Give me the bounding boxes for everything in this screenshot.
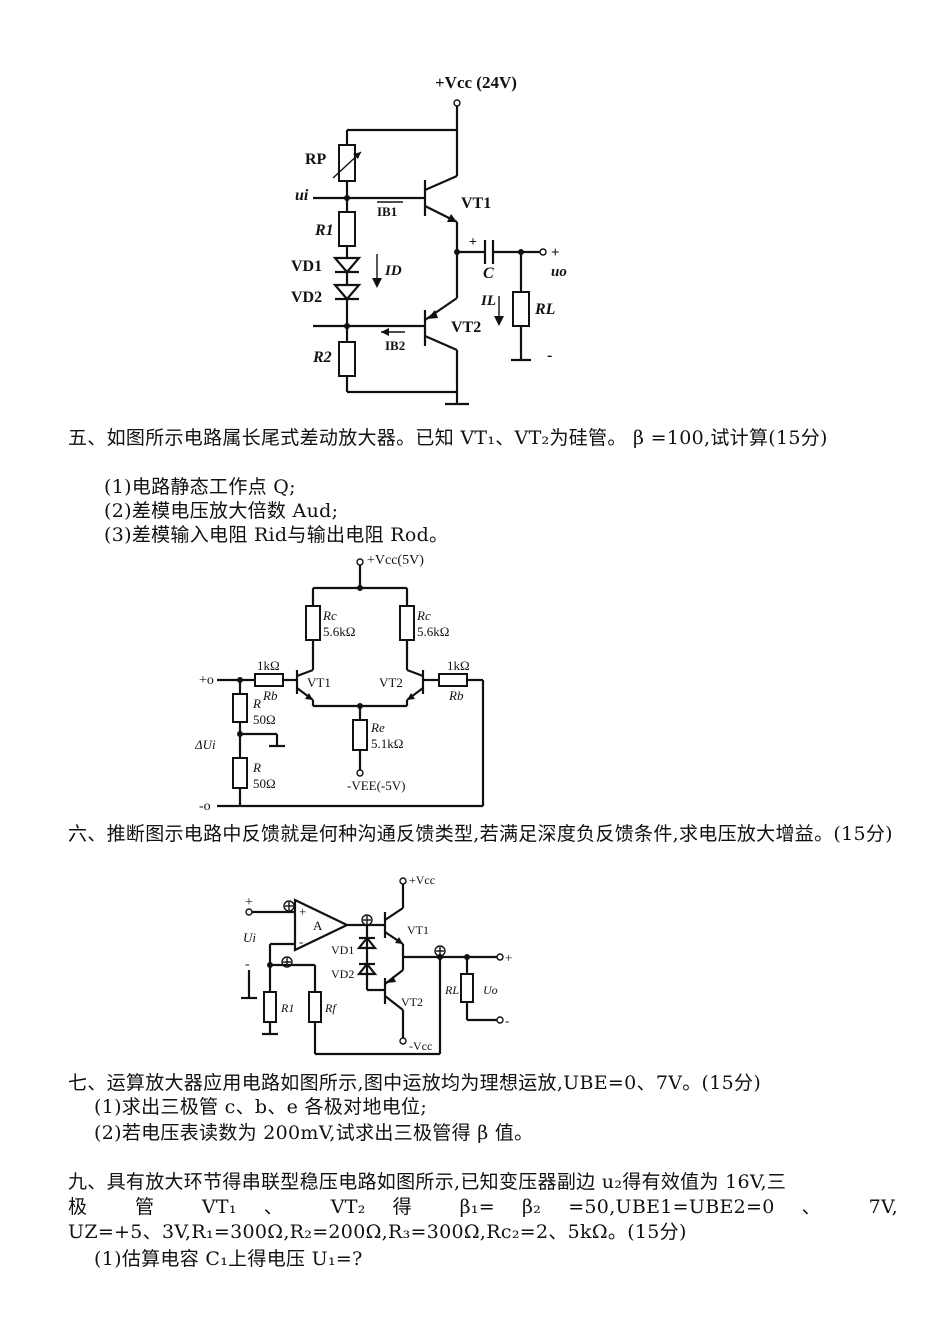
fig2-rc-right-val: 5.6kΩ bbox=[417, 624, 449, 639]
fig1-ib1-label: IB1 bbox=[377, 204, 397, 219]
r1-resistor bbox=[338, 211, 356, 247]
fig2-re-val: 5.1kΩ bbox=[371, 736, 403, 751]
r1-resistor-fig3 bbox=[263, 991, 277, 1023]
fig2-rb-right-val: 1kΩ bbox=[447, 658, 470, 673]
rl-resistor-fig3 bbox=[460, 973, 474, 1003]
q5-item-1: (1)电路静态工作点 Q; bbox=[104, 476, 296, 498]
fig2-vcc-label: +Vcc(5V) bbox=[367, 553, 424, 568]
fig2-r-top-val: 50Ω bbox=[253, 712, 276, 727]
fig2-rc-left: Rc bbox=[322, 608, 337, 623]
fig2-rb-left: Rb bbox=[262, 688, 278, 703]
fig2-delta-u: ΔUi bbox=[195, 737, 216, 752]
fig3-a: A bbox=[313, 918, 323, 933]
fig3-uo: Uo bbox=[483, 983, 498, 997]
fig2-rc-right: Rc bbox=[416, 608, 431, 623]
q5-item-3: (3)差模输入电阻 Rid与输出电阻 Rod。 bbox=[104, 524, 449, 546]
q6-stem: 六、推断图示电路中反馈就是何种沟通反馈类型,若满足深度负反馈条件,求电压放大增益… bbox=[68, 823, 893, 845]
rf-resistor bbox=[308, 991, 322, 1023]
fig1-vt1-label: VT1 bbox=[461, 195, 491, 212]
q9-item-1: (1)估算电容 C₁上得电压 U₁=? bbox=[94, 1248, 363, 1270]
q7-stem: 七、运算放大器应用电路如图所示,图中运放均为理想运放,UBE=0、7V。(15分… bbox=[68, 1072, 762, 1094]
fig1-cap-plus: + bbox=[469, 235, 477, 250]
r-bottom-resistor bbox=[232, 757, 248, 789]
fig3-rf: Rf bbox=[324, 1001, 337, 1015]
rl-resistor bbox=[512, 291, 530, 327]
q9-line-3: UZ=+5、3V,R₁=300Ω,R₂=200Ω,R₃=300Ω,Rc₂=2、5… bbox=[68, 1221, 687, 1243]
fig2-vee-label: -VEE(-5V) bbox=[347, 778, 405, 793]
fig1-ui-label: ui bbox=[295, 187, 309, 204]
rc-left-resistor bbox=[305, 605, 321, 641]
fig2-vt1-label: VT1 bbox=[307, 675, 331, 690]
q7-item-2: (2)若电压表读数为 200mV,试求出三极管得 β 值。 bbox=[94, 1122, 534, 1144]
q9-line-2: 极 管 VT₁ 、 VT₂ 得 β₁= β₂ =50,UBE1=UBE2=0 、… bbox=[68, 1196, 898, 1218]
fig2-rc-left-val: 5.6kΩ bbox=[323, 624, 355, 639]
q9-line-1: 九、具有放大环节得串联型稳压电路如图所示,已知变压器副边 u₂得有效值为 16V… bbox=[68, 1171, 787, 1193]
fig2-vt2-label: VT2 bbox=[379, 675, 403, 690]
fig1-out-minus: - bbox=[547, 347, 552, 364]
fig3-r1: R1 bbox=[280, 1001, 294, 1015]
re-resistor bbox=[352, 719, 368, 751]
fig1-vd2-label: VD2 bbox=[291, 289, 322, 306]
svg-text:-: - bbox=[299, 934, 303, 949]
svg-text:+: + bbox=[505, 950, 512, 965]
fig1-out-plus: + bbox=[551, 245, 560, 261]
fig3-vd1: VD1 bbox=[331, 943, 354, 957]
svg-text:+: + bbox=[245, 895, 253, 910]
rb-left-resistor bbox=[254, 673, 284, 687]
rc-right-resistor bbox=[399, 605, 415, 641]
rp-resistor bbox=[338, 144, 356, 182]
fig1-r1-label: R1 bbox=[314, 222, 334, 239]
figure-differential-amplifier: +Vcc(5V) Rc 5.6kΩ Rc 5.6kΩ VT1 VT2 Re 5.… bbox=[195, 548, 495, 813]
fig1-rp-label: RP bbox=[305, 151, 327, 168]
svg-text:+: + bbox=[299, 904, 306, 919]
fig2-plus-in: +o bbox=[199, 673, 214, 688]
fig1-rl-label: RL bbox=[534, 301, 556, 318]
opamp-triangle bbox=[293, 898, 350, 952]
fig1-ib2-label: IB2 bbox=[385, 338, 405, 353]
fig3-vt2: VT2 bbox=[401, 995, 423, 1009]
fig3-vd2: VD2 bbox=[331, 967, 354, 981]
svg-text:-: - bbox=[245, 957, 250, 972]
rb-right-resistor bbox=[438, 673, 468, 687]
fig3-rl: RL bbox=[444, 983, 459, 997]
fig2-re: Re bbox=[370, 720, 385, 735]
r2-resistor bbox=[338, 341, 356, 377]
fig1-vcc-label: +Vcc (24V) bbox=[435, 73, 517, 92]
fig1-vd1-label: VD1 bbox=[291, 258, 322, 275]
fig2-r-top: R bbox=[252, 696, 261, 711]
fig3-ui: Ui bbox=[243, 930, 256, 945]
svg-text:-: - bbox=[505, 1013, 509, 1028]
figure-opamp-push-pull: + Ui - + - A R1 Rf VD1 VD2 VT1 +Vcc VT2 … bbox=[235, 870, 515, 1060]
fig3-vcc: +Vcc bbox=[409, 873, 435, 887]
fig1-c-label: C bbox=[483, 265, 494, 282]
q5-stem: 五、如图所示电路属长尾式差动放大器。已知 VT₁、VT₂为硅管。 β =100,… bbox=[68, 427, 828, 449]
fig2-r-bot-val: 50Ω bbox=[253, 776, 276, 791]
q5-item-2: (2)差模电压放大倍数 Aud; bbox=[104, 500, 339, 522]
fig1-il-label: IL bbox=[480, 293, 496, 309]
r-top-resistor bbox=[232, 693, 248, 723]
fig3-vee: -Vcc bbox=[409, 1039, 432, 1053]
figure-push-pull-circuit: +Vcc (24V) RP ui IB1 VT1 R1 VD1 VD2 ID +… bbox=[285, 70, 585, 415]
fig2-r-bot: R bbox=[252, 760, 261, 775]
fig1-uo-label: uo bbox=[551, 264, 567, 280]
fig2-rb-right: Rb bbox=[448, 688, 464, 703]
fig1-id-label: ID bbox=[384, 263, 402, 279]
fig2-minus-in: -o bbox=[199, 799, 211, 813]
q7-item-1: (1)求出三极管 c、b、e 各极对地电位; bbox=[94, 1096, 428, 1118]
fig2-rb-left-val: 1kΩ bbox=[257, 658, 280, 673]
fig1-r2-label: R2 bbox=[312, 349, 332, 366]
fig1-vt2-label: VT2 bbox=[451, 319, 481, 336]
fig3-vt1: VT1 bbox=[407, 923, 429, 937]
